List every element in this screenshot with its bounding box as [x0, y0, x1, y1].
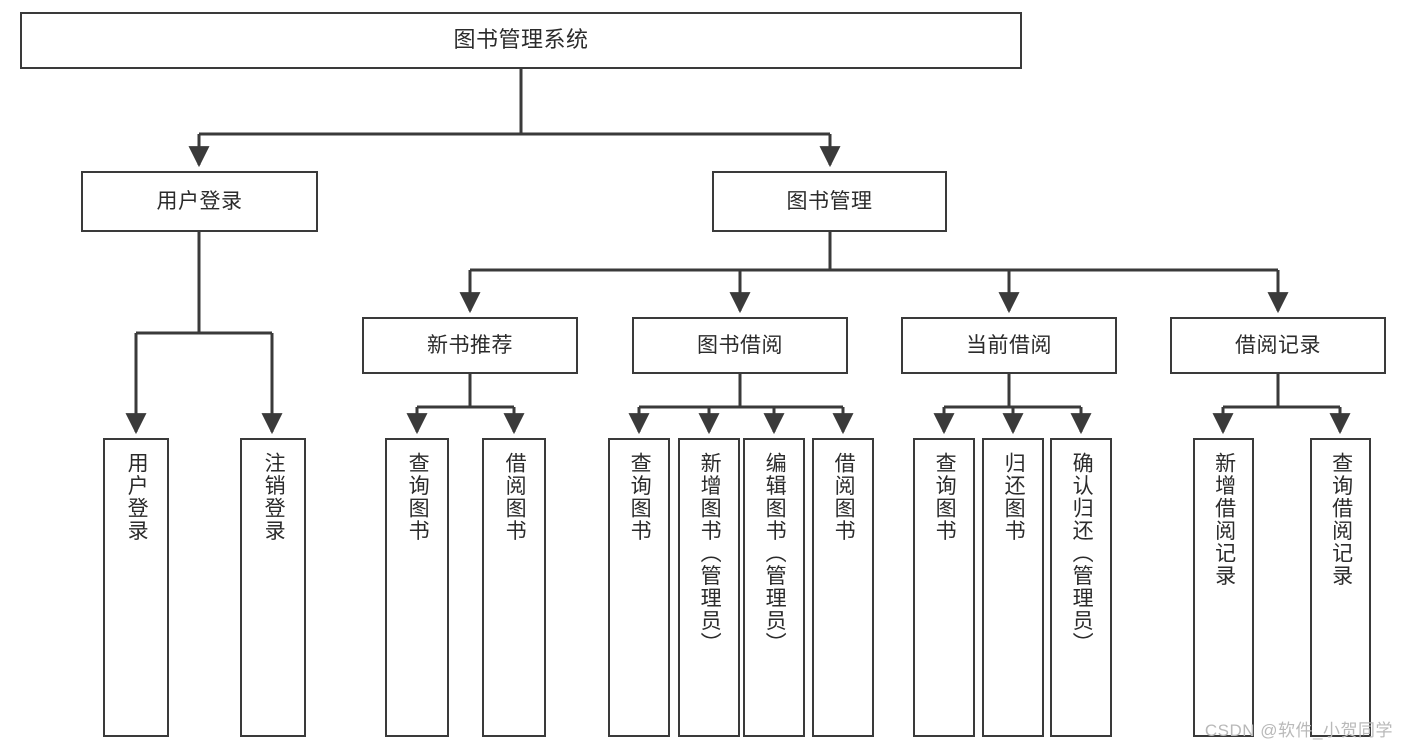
node-leaf-edit-book-label: 编辑图书（管理员） [763, 452, 787, 655]
node-leaf-query-book-3[interactable]: 查询图书 [913, 438, 975, 737]
node-root-label: 图书管理系统 [453, 27, 589, 53]
node-leaf-return-book-label: 归还图书 [1002, 452, 1026, 542]
node-book-borrow[interactable]: 图书借阅 [632, 317, 848, 374]
node-user-login-label: 用户登录 [156, 189, 243, 213]
node-leaf-borrow-book-1[interactable]: 借阅图书 [482, 438, 546, 737]
node-borrow-record-label: 借阅记录 [1235, 333, 1321, 357]
node-leaf-add-book-label: 新增图书（管理员） [698, 452, 722, 655]
node-leaf-logout-login[interactable]: 注销登录 [240, 438, 306, 737]
node-leaf-user-login[interactable]: 用户登录 [103, 438, 169, 737]
node-leaf-borrow-book-1-label: 借阅图书 [503, 452, 527, 542]
node-leaf-query-record[interactable]: 查询借阅记录 [1310, 438, 1371, 737]
node-borrow-record[interactable]: 借阅记录 [1170, 317, 1386, 374]
node-leaf-query-book-2-label: 查询图书 [628, 452, 652, 542]
node-leaf-logout-login-label: 注销登录 [262, 452, 286, 542]
node-book-borrow-label: 图书借阅 [697, 333, 783, 357]
node-leaf-return-book[interactable]: 归还图书 [982, 438, 1044, 737]
node-current-borrow-label: 当前借阅 [966, 333, 1052, 357]
node-leaf-query-book-2[interactable]: 查询图书 [608, 438, 670, 737]
node-root[interactable]: 图书管理系统 [20, 12, 1022, 69]
node-leaf-add-record-label: 新增借阅记录 [1212, 452, 1236, 587]
node-leaf-query-record-label: 查询借阅记录 [1329, 452, 1353, 587]
node-leaf-edit-book[interactable]: 编辑图书（管理员） [743, 438, 805, 737]
node-new-book-rec-label: 新书推荐 [427, 333, 513, 357]
node-book-manage[interactable]: 图书管理 [712, 171, 947, 232]
node-leaf-confirm-return[interactable]: 确认归还（管理员） [1050, 438, 1112, 737]
node-leaf-query-book-3-label: 查询图书 [933, 452, 957, 542]
node-new-book-rec[interactable]: 新书推荐 [362, 317, 578, 374]
node-leaf-user-login-label: 用户登录 [125, 452, 149, 542]
node-leaf-confirm-return-label: 确认归还（管理员） [1070, 452, 1094, 655]
node-leaf-add-book[interactable]: 新增图书（管理员） [678, 438, 740, 737]
node-leaf-borrow-book-2[interactable]: 借阅图书 [812, 438, 874, 737]
node-leaf-query-book-1[interactable]: 查询图书 [385, 438, 449, 737]
node-leaf-borrow-book-2-label: 借阅图书 [832, 452, 856, 542]
node-current-borrow[interactable]: 当前借阅 [901, 317, 1117, 374]
node-leaf-query-book-1-label: 查询图书 [406, 452, 430, 542]
node-leaf-add-record[interactable]: 新增借阅记录 [1193, 438, 1254, 737]
node-user-login[interactable]: 用户登录 [81, 171, 318, 232]
node-book-manage-label: 图书管理 [786, 189, 873, 213]
watermark: CSDN @软件_小贺同学 [1204, 721, 1393, 740]
